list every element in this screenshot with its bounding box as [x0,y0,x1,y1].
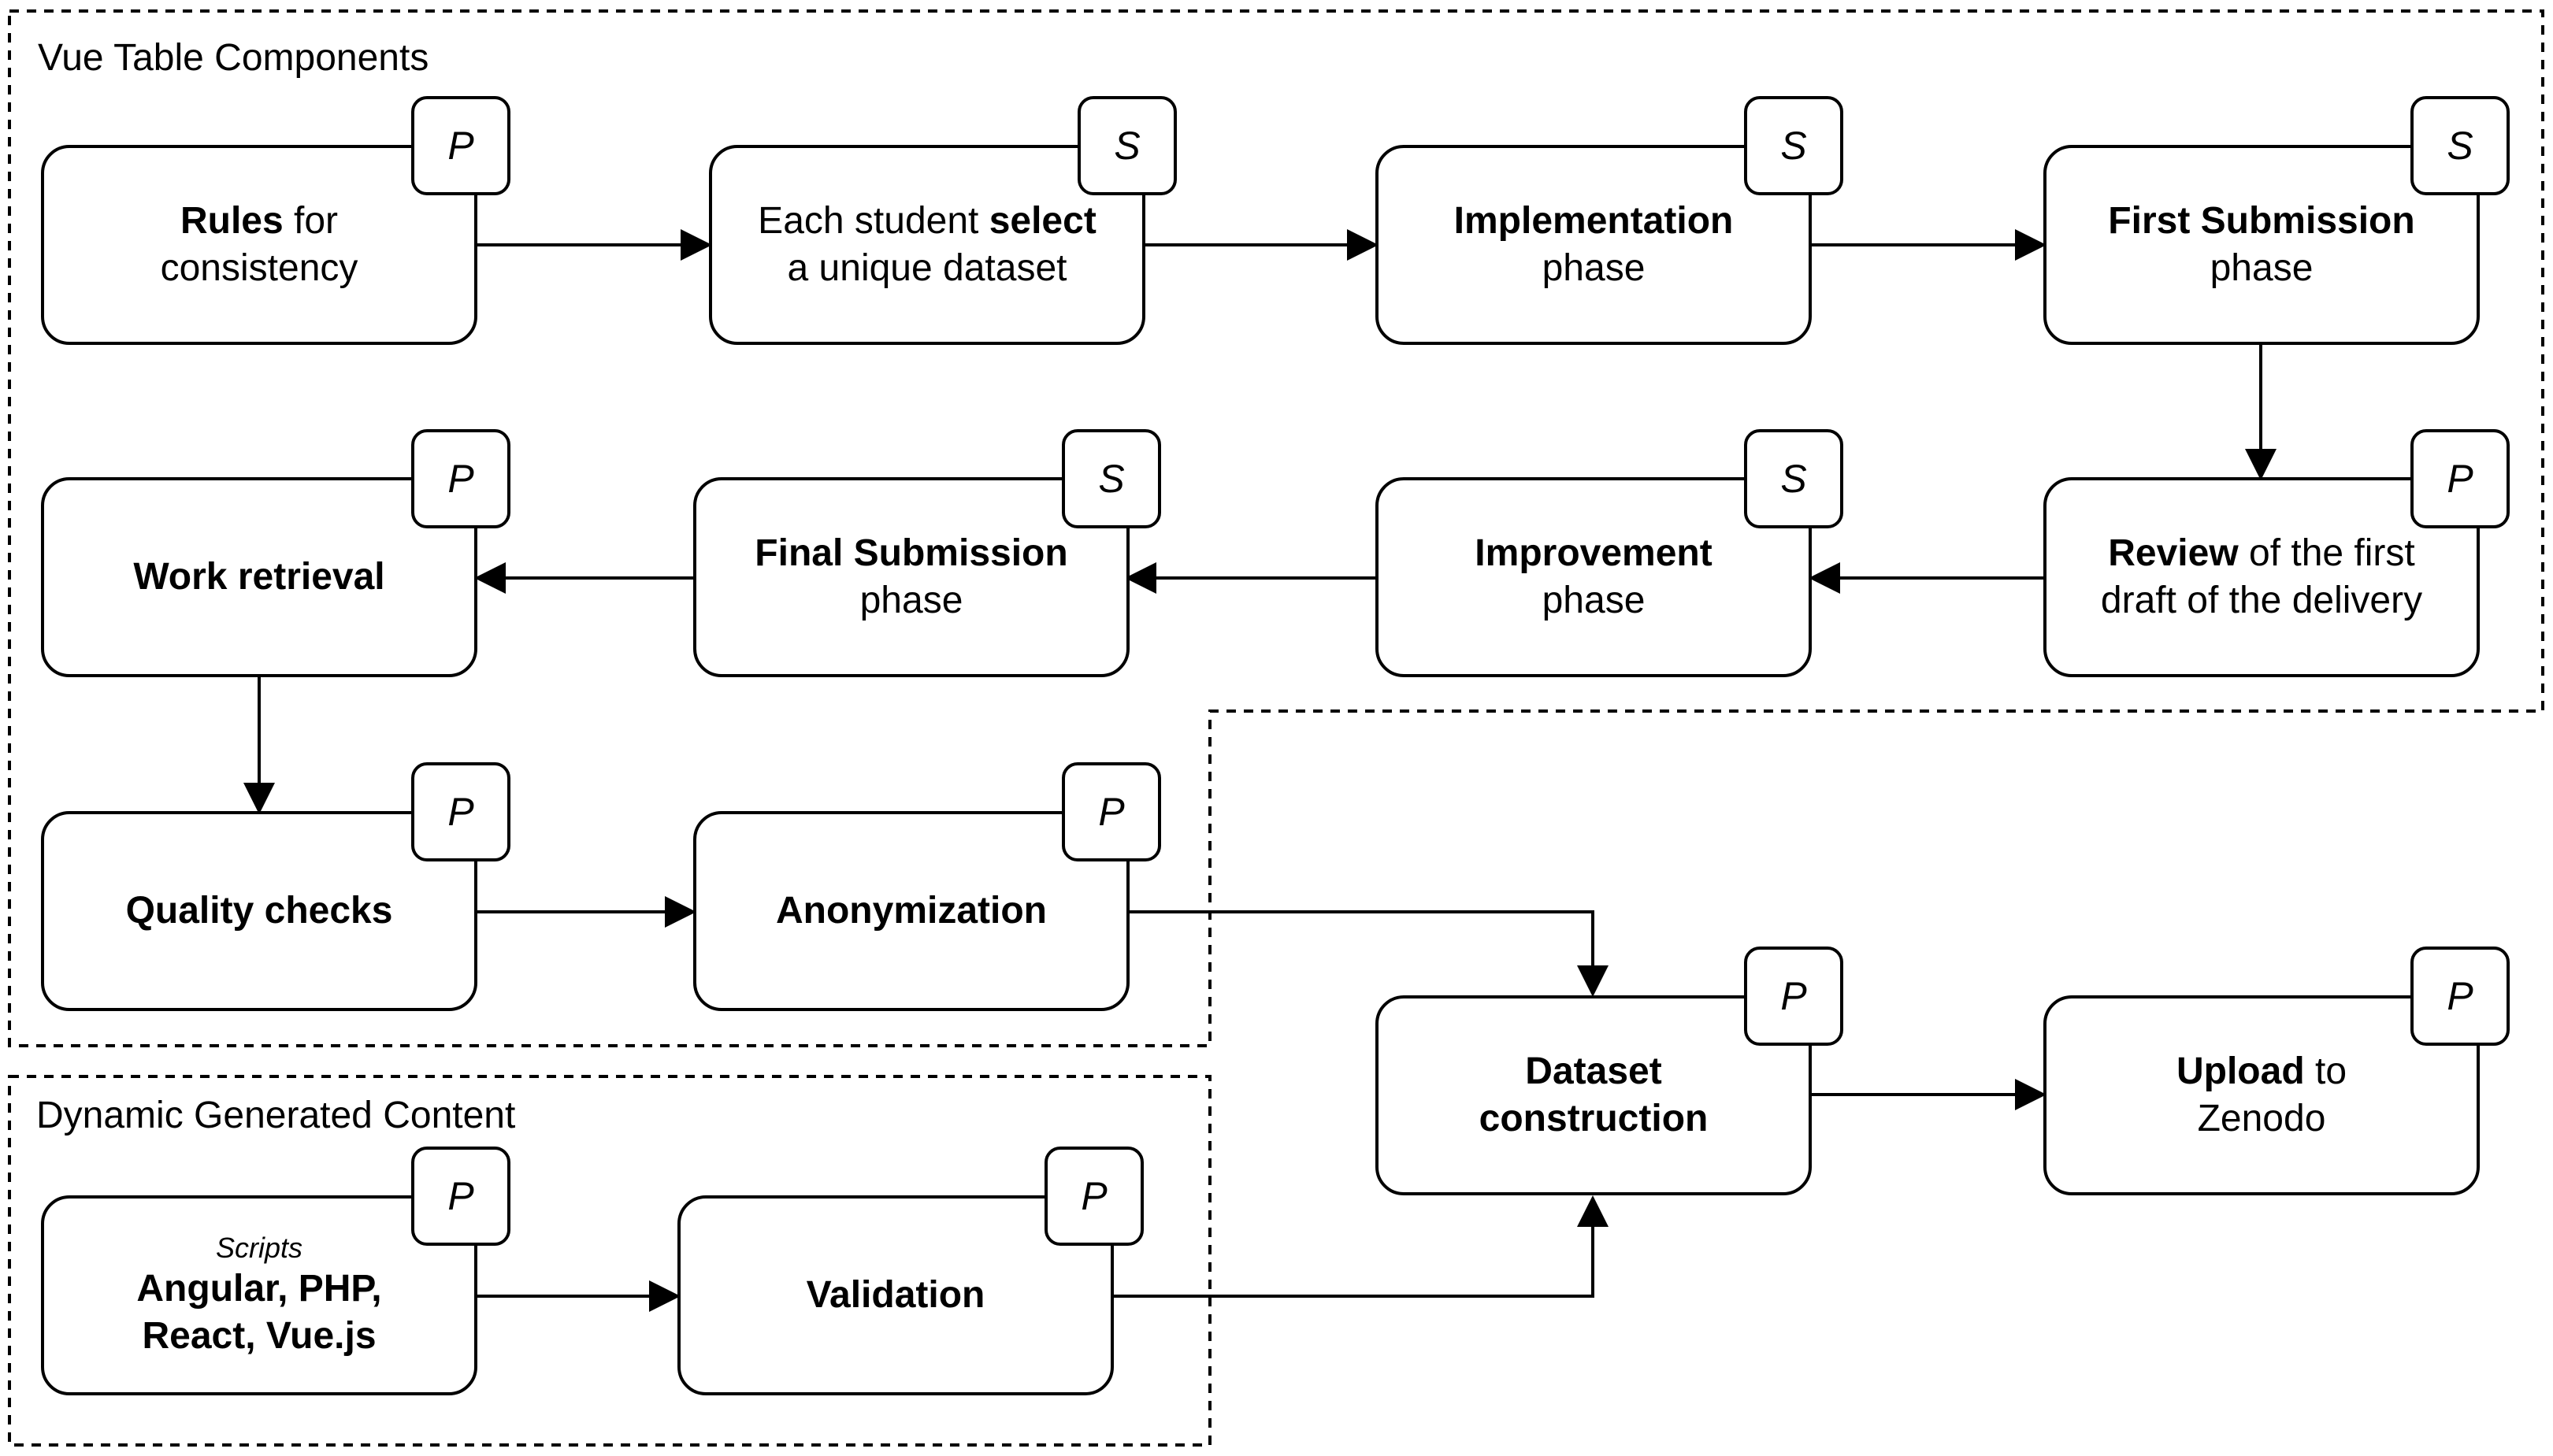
node-first-submission-phase: First Submission phase [2043,145,2480,345]
group-label-dynamic: Dynamic Generated Content [36,1095,516,1136]
node-quality-checks-bold: Quality checks [125,890,393,932]
node-select-line2: a unique dataset [787,247,1067,289]
node-dataset-construction-line2: construction [1479,1098,1709,1139]
node-final-submission-badge: S [1062,429,1161,528]
edge-validation-to-dataset-construction [1111,1195,1609,1298]
node-anonymization-bold: Anonymization [776,890,1047,932]
node-upload-badge: P [2410,947,2510,1046]
node-anonymization: Anonymization [693,811,1130,1011]
node-dataset-construction: Dataset construction [1375,995,1812,1195]
node-validation-badge: P [1045,1147,1144,1246]
group-label-vue: Vue Table Components [38,37,429,79]
node-implementation-bold: Implementation [1453,200,1734,242]
node-upload-rest: to [2304,1050,2347,1092]
node-scripts-line2: React, Vue.js [142,1315,377,1357]
node-improvement-badge: S [1744,429,1843,528]
node-first-submission-line2: phase [2210,247,2314,289]
node-review-bold: Review [2108,532,2239,574]
group-dynamic-outline [8,1075,1212,1447]
node-improvement-bold: Improvement [1475,532,1713,574]
node-first-submission-badge: S [2410,96,2510,195]
node-upload-zenodo: Upload to Zenodo [2043,995,2480,1195]
node-review-rest: of the first [2238,532,2415,574]
node-work-retrieval-badge: P [411,429,510,528]
node-quality-checks: Quality checks [41,811,477,1011]
node-final-submission-bold: Final Submission [755,532,1068,574]
node-rules-rest: for [283,200,339,242]
node-upload-line2: Zenodo [2197,1098,2326,1139]
node-select-badge: S [1078,96,1177,195]
node-implementation-badge: S [1744,96,1843,195]
node-work-retrieval-bold: Work retrieval [133,556,385,598]
node-upload-bold: Upload [2176,1050,2305,1092]
node-review-line2: draft of the delivery [2100,580,2423,621]
node-improvement-phase: Improvement phase [1375,477,1812,677]
node-implementation-phase: Implementation phase [1375,145,1812,345]
node-rules-line2: consistency [160,247,358,289]
node-review-first-draft: Review of the first draft of the deliver… [2043,477,2480,677]
node-review-badge: P [2410,429,2510,528]
node-rules-for-consistency: Rules for consistency [41,145,477,345]
node-scripts: Scripts Angular, PHP, React, Vue.js [41,1195,477,1395]
node-select-bold: select [989,200,1097,242]
node-scripts-caption: Scripts [215,1232,303,1264]
node-improvement-line2: phase [1542,580,1646,621]
node-dataset-construction-badge: P [1744,947,1843,1046]
node-dataset-construction-bold: Dataset [1525,1050,1662,1092]
node-final-submission-line2: phase [859,580,963,621]
node-final-submission-phase: Final Submission phase [693,477,1130,677]
node-select-pre: Each student [758,200,989,242]
node-scripts-line1: Angular, PHP, [136,1268,382,1310]
group-vue-outline [8,9,2544,1047]
node-implementation-line2: phase [1542,247,1646,289]
node-quality-checks-badge: P [411,762,510,861]
node-scripts-badge: P [411,1147,510,1246]
edge-anonymization-to-dataset-construction [1126,910,1609,997]
node-select-dataset: Each student select a unique dataset [709,145,1145,345]
node-validation: Validation [677,1195,1114,1395]
node-work-retrieval: Work retrieval [41,477,477,677]
node-validation-bold: Validation [806,1274,985,1316]
node-rules-badge: P [411,96,510,195]
node-first-submission-bold: First Submission [2108,200,2415,242]
node-rules-bold: Rules [180,200,284,242]
node-anonymization-badge: P [1062,762,1161,861]
